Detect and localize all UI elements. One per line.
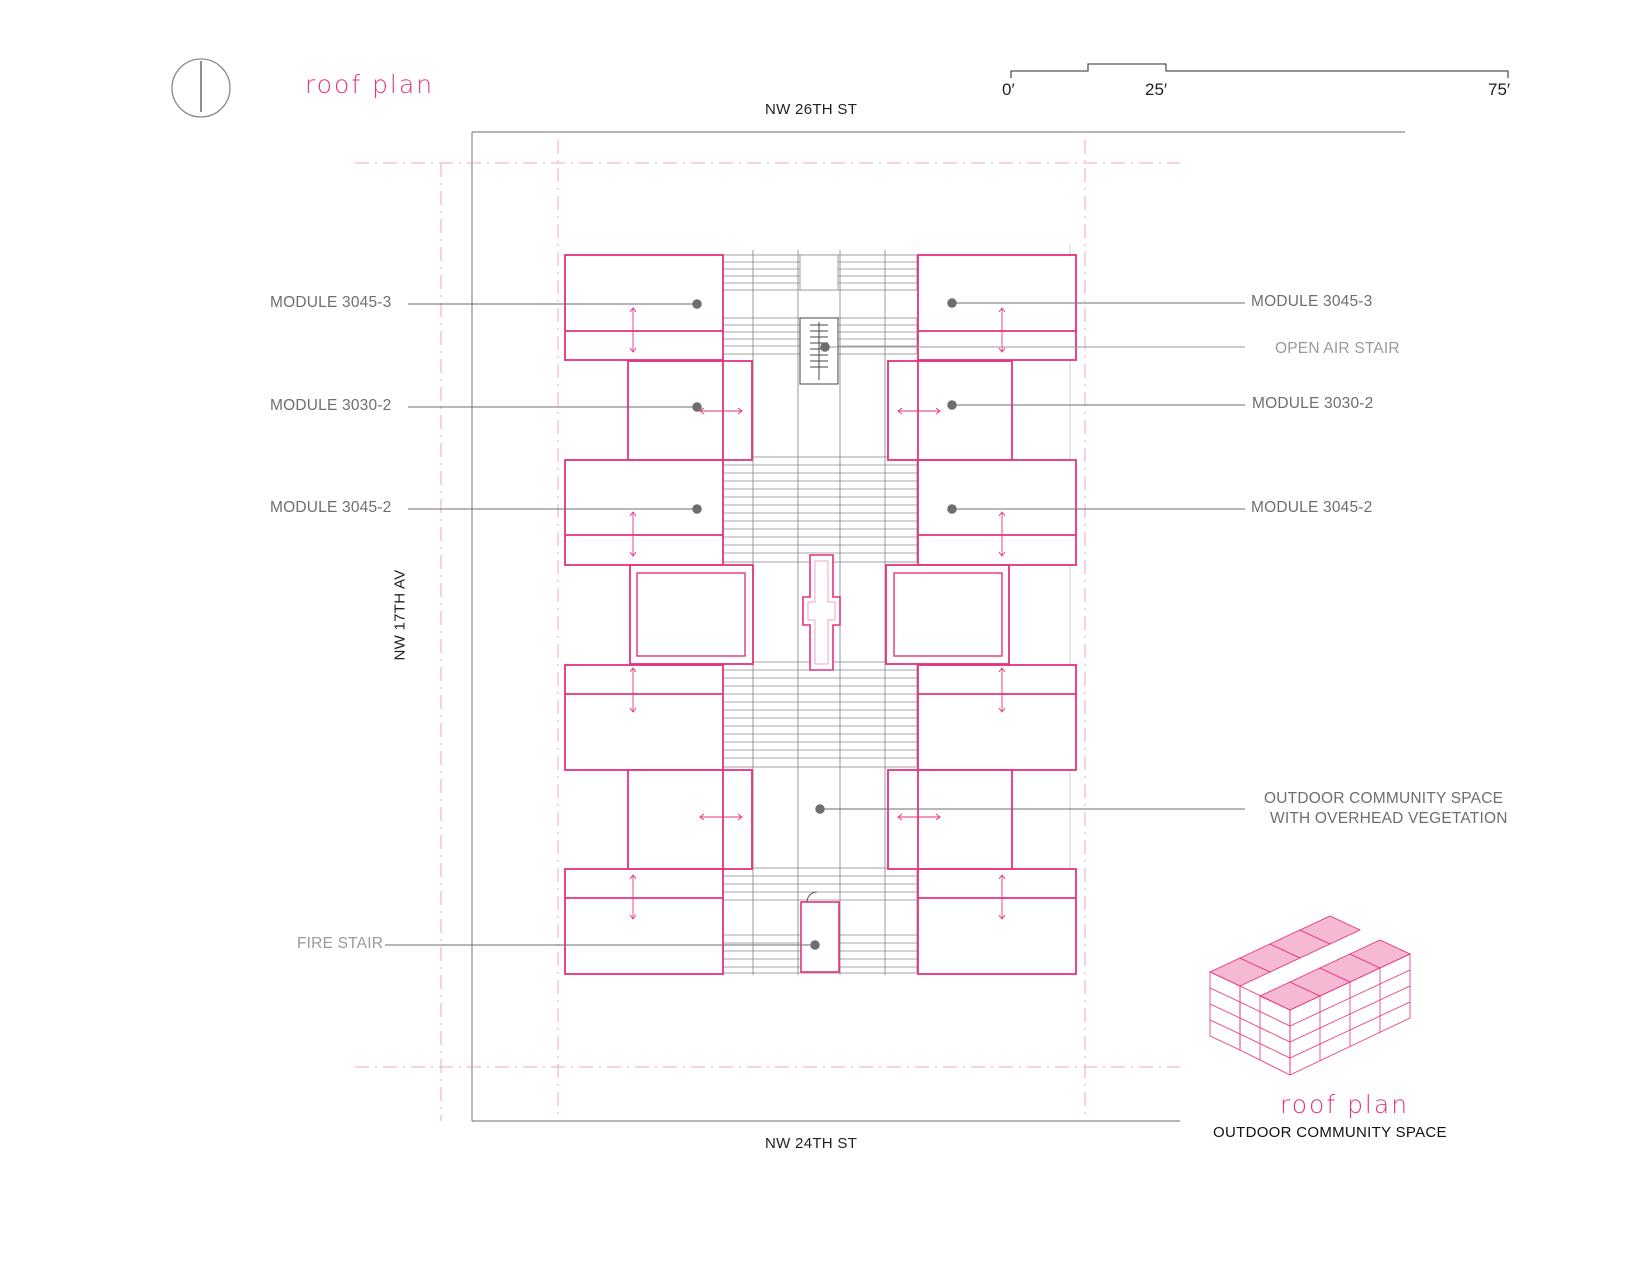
- scale-label-0: 0′: [1002, 80, 1015, 99]
- label-open-air-stair: OPEN AIR STAIR: [1275, 340, 1400, 357]
- scale-label-75: 75′: [1488, 80, 1511, 99]
- label-left-module-3045-3: MODULE 3045-3: [270, 294, 392, 311]
- label-right-module-3045-2: MODULE 3045-2: [1251, 499, 1373, 516]
- label-left-module-3045-2: MODULE 3045-2: [270, 499, 392, 516]
- label-right-module-3030-2: MODULE 3030-2: [1252, 395, 1374, 412]
- street-north: NW 26TH ST: [765, 101, 858, 118]
- plan-title: roof plan: [305, 70, 435, 99]
- label-outdoor-space-line2: WITH OVERHEAD VEGETATION: [1270, 810, 1508, 827]
- label-left-module-3030-2: MODULE 3030-2: [270, 397, 392, 414]
- site-boundary: [471, 131, 1405, 1122]
- modules-right: [885, 254, 1077, 975]
- leader-lines: [385, 298, 1245, 950]
- north-arrow-icon: [171, 58, 231, 118]
- central-core: [802, 554, 841, 671]
- movement-arrows: [629, 307, 1006, 920]
- open-air-stair: [799, 317, 839, 385]
- scale-label-25: 25′: [1145, 80, 1168, 99]
- label-outdoor-space-line1: OUTDOOR COMMUNITY SPACE: [1264, 790, 1504, 807]
- inset-caption: OUTDOOR COMMUNITY SPACE: [1213, 1124, 1447, 1141]
- label-fire-stair: FIRE STAIR: [297, 935, 384, 952]
- label-right-module-3045-3: MODULE 3045-3: [1251, 293, 1373, 310]
- inset-title: roof plan: [1280, 1090, 1410, 1119]
- scale-bar: [1006, 60, 1516, 80]
- fire-stair: [800, 891, 840, 973]
- modules-left: [564, 254, 754, 975]
- setback-lines: [355, 140, 1180, 1121]
- street-south: NW 24TH ST: [765, 1135, 858, 1152]
- axonometric-building-icon: [1200, 900, 1440, 1085]
